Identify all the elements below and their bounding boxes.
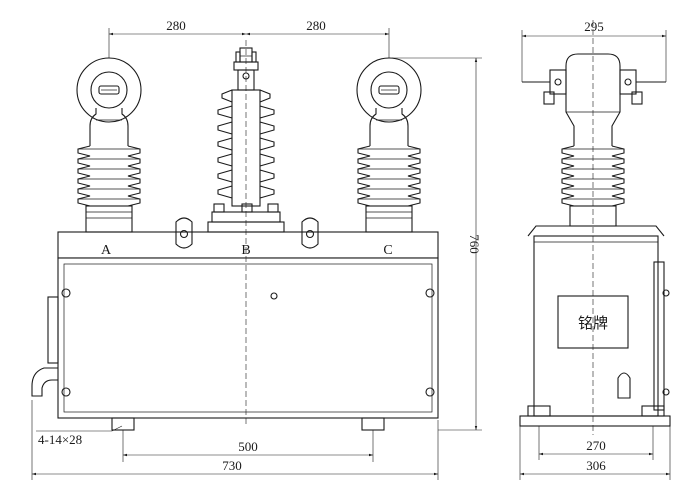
side-bushing — [522, 53, 666, 227]
dim-side-270 — [538, 426, 654, 460]
tank-bolt — [61, 387, 71, 397]
top-cover — [57, 231, 439, 259]
dim-spacing-500 — [122, 430, 374, 462]
front-view: A B C 280 280 760 500 — [31, 18, 482, 480]
side-base — [519, 415, 671, 427]
main-tank — [57, 257, 439, 419]
bushing-a — [76, 57, 142, 233]
tank-bolt — [270, 292, 278, 300]
phase-label-b: B — [241, 243, 250, 258]
lifting-lug-left — [175, 217, 193, 249]
dim-side-295 — [521, 30, 667, 82]
side-tank — [533, 235, 659, 417]
phase-label-c: C — [383, 243, 392, 258]
dim-label-side-top: 295 — [584, 19, 604, 34]
dim-height-760 — [392, 57, 482, 431]
bushing-c — [356, 57, 422, 233]
tank-bolt — [425, 288, 435, 298]
tank-inner-panel — [63, 263, 433, 413]
dim-label-spacing: 500 — [238, 439, 258, 454]
mount-foot-left — [111, 417, 135, 431]
dim-label-top-left: 280 — [166, 18, 186, 33]
tank-bolt — [61, 288, 71, 298]
side-box — [47, 296, 59, 364]
side-view: 铭牌 — [519, 19, 671, 480]
phase-label-a: A — [101, 243, 112, 258]
lifting-lug-right — [301, 217, 319, 249]
dim-label-side-width: 306 — [586, 458, 606, 473]
dim-label-width: 730 — [222, 458, 242, 473]
tank-bolt — [425, 387, 435, 397]
dim-label-height: 760 — [467, 234, 482, 254]
dim-label-top-right: 280 — [306, 18, 326, 33]
mount-hole-note: 4-14×28 — [38, 432, 82, 447]
dim-label-side-spacing: 270 — [586, 438, 606, 453]
dim-width-730 — [31, 400, 439, 480]
dim-top-280 — [108, 28, 390, 58]
oil-window — [617, 372, 631, 399]
dim-side-306 — [519, 426, 671, 480]
outlet-pipe — [31, 367, 58, 397]
side-top-flange — [527, 225, 665, 237]
mount-foot-right — [361, 417, 385, 431]
side-bar — [653, 261, 665, 411]
